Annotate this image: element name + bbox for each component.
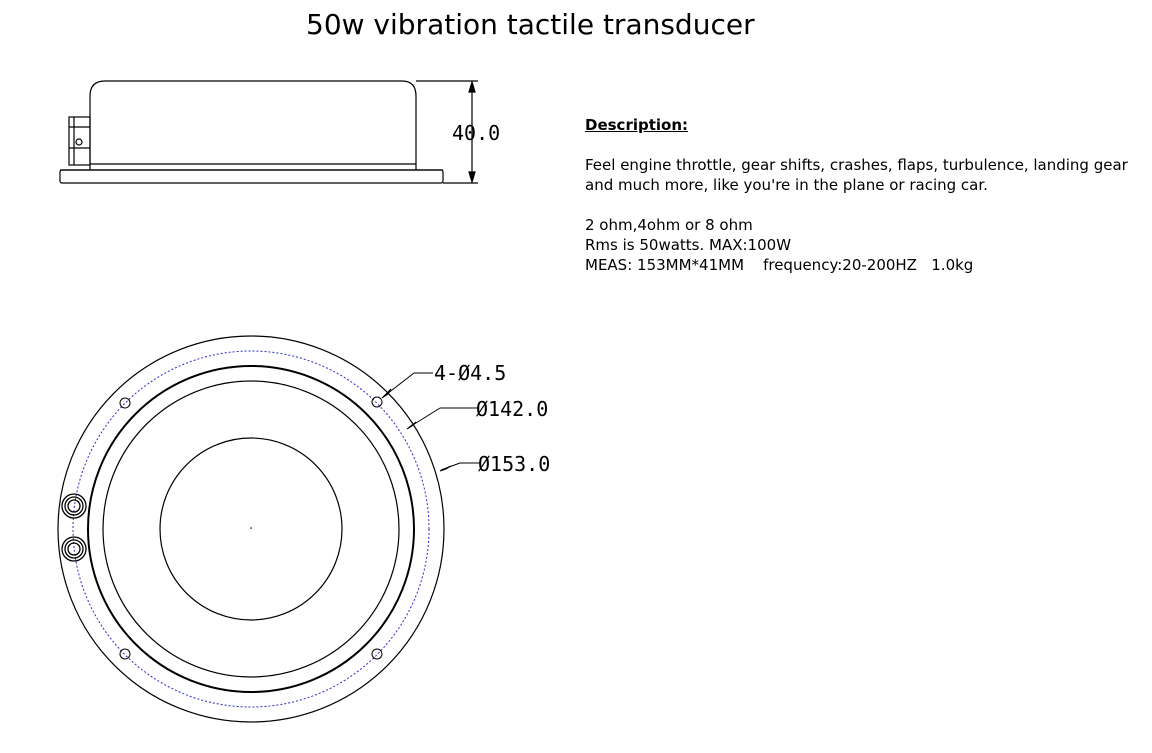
side-view — [59, 79, 478, 185]
bolt-circle-dimension-label: Ø142.0 — [476, 397, 548, 421]
top-view — [57, 335, 480, 723]
description-heading: Description: — [585, 116, 689, 134]
spec-power: Rms is 50watts. MAX:100W — [585, 236, 792, 254]
description-line: Feel engine throttle, gear shifts, crash… — [585, 156, 1128, 174]
mount-hole-bottom-right — [371, 648, 383, 660]
outer-diameter-dimension-label: Ø153.0 — [478, 452, 550, 476]
mount-hole-top-left — [119, 397, 131, 409]
bolt-circle — [72, 350, 430, 708]
spec-measurements: MEAS: 153MM*41MM frequency:20-200HZ 1.0k… — [585, 256, 974, 274]
side-view-connector — [68, 116, 91, 166]
description-paragraph: Feel engine throttle, gear shifts, crash… — [585, 155, 1145, 195]
page-title: 50w vibration tactile transducer — [306, 8, 755, 41]
center-plate-circle — [159, 437, 343, 621]
body-circle — [87, 365, 415, 693]
height-dimension-label: 40.0 — [452, 121, 500, 145]
mount-hole-top-right — [371, 396, 383, 408]
side-view-base-plate — [59, 169, 444, 184]
inner-ring-circle — [102, 380, 400, 678]
height-dimension — [416, 79, 478, 185]
spec-impedance: 2 ohm,4ohm or 8 ohm — [585, 216, 753, 234]
spec-list: 2 ohm,4ohm or 8 ohm Rms is 50watts. MAX:… — [585, 215, 1145, 275]
mount-hole-bottom-left — [119, 648, 131, 660]
outer-flange-circle — [57, 335, 445, 723]
description-panel: Description: Feel engine throttle, gear … — [585, 115, 1145, 295]
holes-dimension-label: 4-Ø4.5 — [434, 361, 506, 385]
leader-lines — [381, 372, 480, 472]
side-view-body — [89, 80, 417, 164]
center-point — [250, 527, 252, 529]
description-line: and much more, like you're in the plane … — [585, 176, 988, 194]
terminal-connector-bottom — [61, 536, 87, 562]
terminal-connector-top — [61, 493, 87, 519]
